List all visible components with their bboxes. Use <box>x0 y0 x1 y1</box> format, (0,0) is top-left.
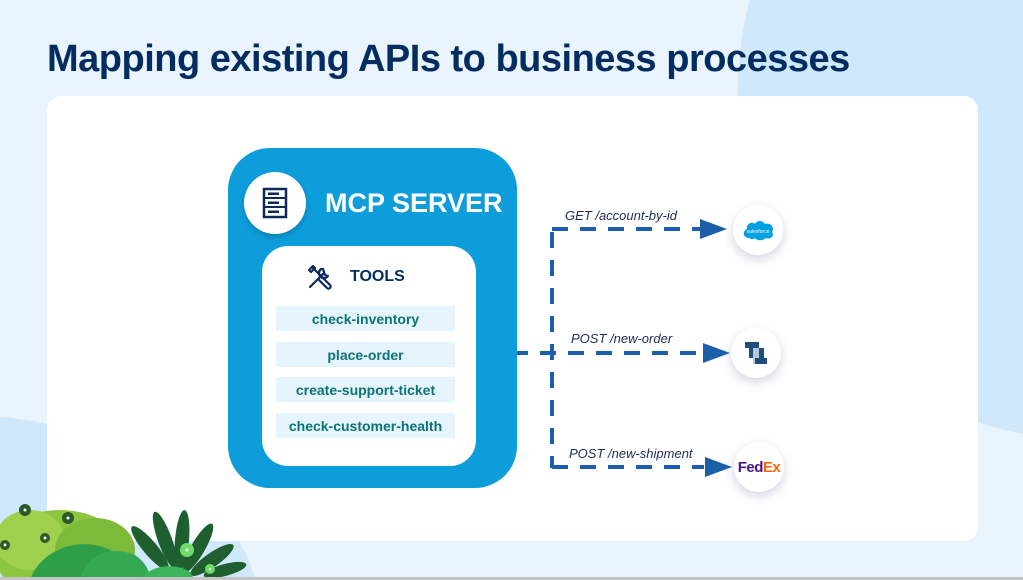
server-icon <box>262 187 288 219</box>
salesforce-logo-badge: salesforce <box>733 205 783 255</box>
tools-header: TOOLS <box>306 263 405 291</box>
api-label-get-account: GET /account-by-id <box>565 208 677 223</box>
netsuite-logo-badge <box>731 328 781 378</box>
server-icon-badge <box>244 172 306 234</box>
tools-label: TOOLS <box>350 268 405 285</box>
tool-item-check-customer-health[interactable]: check-customer-health <box>276 413 455 438</box>
tool-item-create-support-ticket[interactable]: create-support-ticket <box>276 377 455 402</box>
slide-title: Mapping existing APIs to business proces… <box>47 38 850 80</box>
api-label-post-new-order: POST /new-order <box>571 331 673 346</box>
server-title: MCP SERVER <box>325 188 503 218</box>
api-label-post-new-shipment: POST /new-shipment <box>569 446 693 461</box>
fedex-logo-badge: FedEx <box>734 442 784 492</box>
fedex-logo-icon: FedEx <box>737 458 781 476</box>
tool-item-place-order[interactable]: place-order <box>276 342 455 367</box>
bottom-border <box>0 577 1023 580</box>
tool-item-check-inventory[interactable]: check-inventory <box>276 306 455 331</box>
netsuite-logo-icon <box>745 342 767 364</box>
svg-text:salesforce: salesforce <box>747 229 770 235</box>
arrow-to-salesforce <box>700 219 727 239</box>
salesforce-logo-icon: salesforce <box>743 221 774 241</box>
arrow-to-fedex <box>705 457 732 477</box>
tools-icon <box>307 264 332 290</box>
foliage-decoration <box>0 504 247 580</box>
arrow-to-netsuite <box>703 343 730 363</box>
